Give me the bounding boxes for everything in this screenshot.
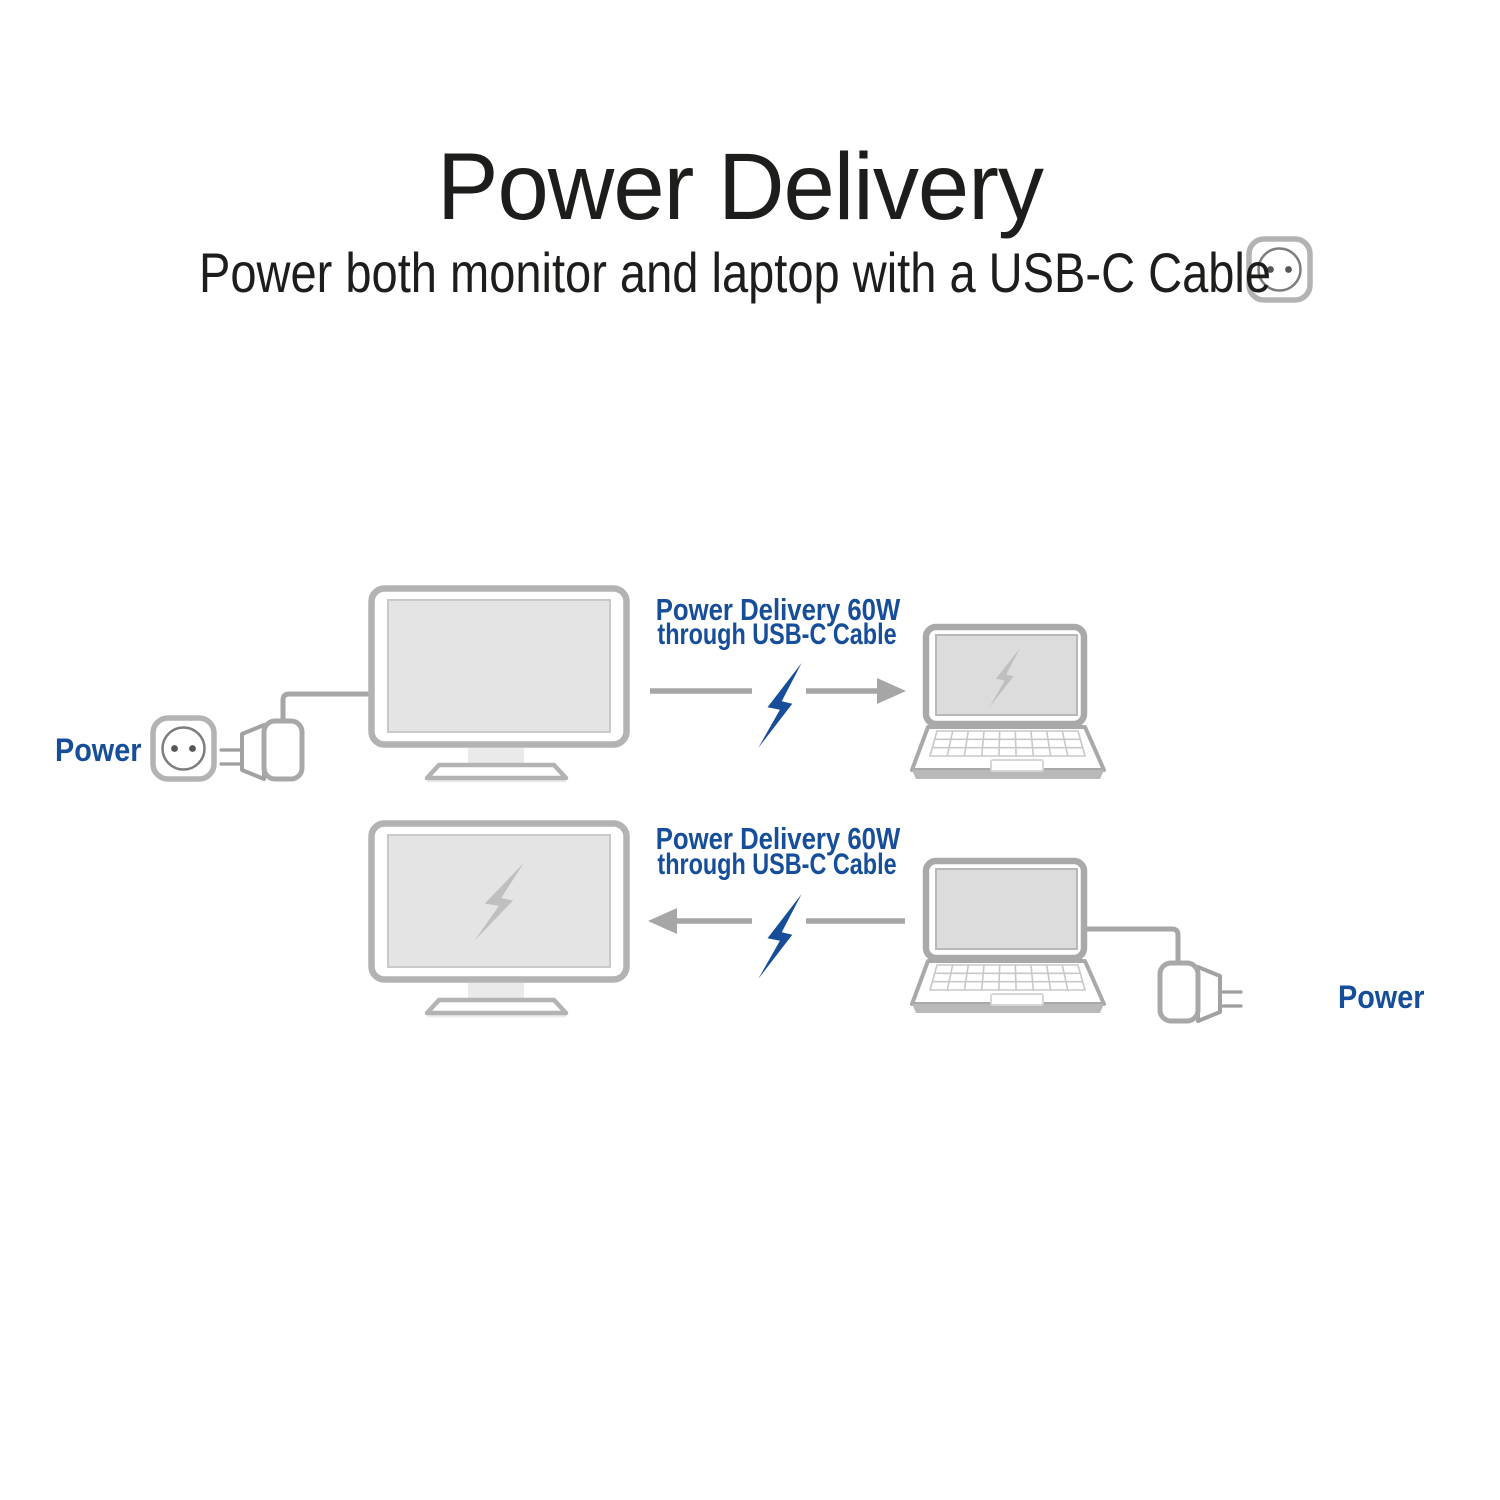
scenario-laptop-powers-monitor (372, 239, 1311, 1021)
monitor-icon (372, 589, 627, 783)
power-cable (280, 691, 375, 725)
page-title: Power Delivery (436, 134, 1044, 240)
power-label-top: Power (55, 732, 142, 768)
power-adapter-icon (221, 721, 302, 779)
lightning-bolt-icon (758, 663, 802, 748)
laptop-icon (912, 627, 1104, 779)
connection-label-top-line1: Power Delivery 60W (655, 592, 901, 627)
connection-label-bottom-line2: through USB-C Cable (657, 848, 897, 881)
arrow-left-icon (648, 908, 905, 934)
arrow-right-icon (650, 678, 906, 704)
connection-label-top-line2: through USB-C Cable (657, 618, 897, 651)
connection-label-bottom-line1: Power Delivery 60W (655, 821, 901, 856)
scenario-monitor-powers-laptop (153, 589, 1104, 783)
lightning-bolt-icon (758, 894, 802, 979)
laptop-icon (912, 861, 1104, 1013)
power-adapter-icon (1160, 963, 1241, 1021)
monitor-icon (372, 824, 627, 1018)
page-subtitle: Power both monitor and laptop with a USB… (198, 241, 1272, 304)
power-cable (1083, 926, 1181, 967)
power-label-bottom: Power (1338, 979, 1425, 1015)
power-outlet-icon (153, 718, 214, 779)
